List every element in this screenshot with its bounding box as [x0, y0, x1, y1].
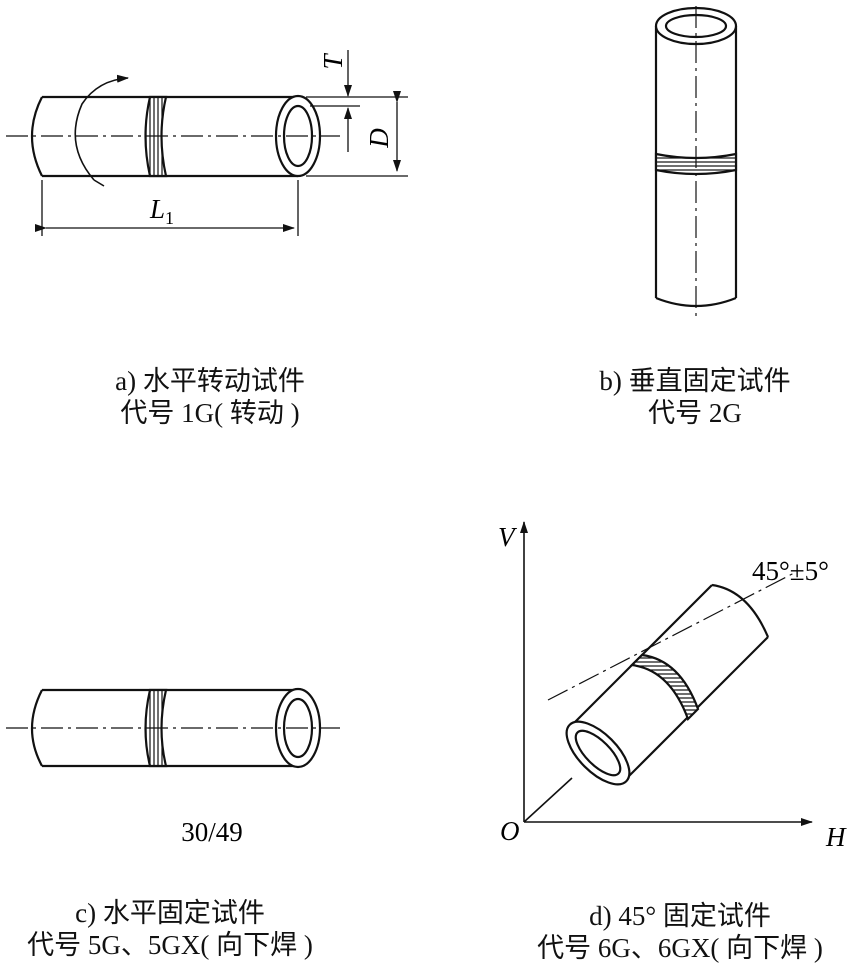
- caption-d: d) 45° 固定试件 代号 6G、6GX( 向下焊 ): [505, 900, 855, 964]
- page-number: 30/49: [181, 817, 243, 847]
- caption-c-line1: c) 水平固定试件: [75, 898, 265, 928]
- caption-d-line1: d) 45° 固定试件: [589, 901, 771, 931]
- caption-a: a) 水平转动试件 代号 1G( 转动 ): [60, 365, 360, 429]
- caption-c: c) 水平固定试件 代号 5G、5GX( 向下焊 ): [0, 897, 340, 961]
- caption-b-line1: b) 垂直固定试件: [599, 366, 791, 396]
- pipe-d: [547, 571, 797, 786]
- length-label: L1: [149, 194, 174, 228]
- diameter-label: D: [364, 128, 394, 149]
- axis-v-label: V: [498, 522, 518, 552]
- pipe-a: [6, 74, 340, 187]
- pipe-b: [654, 6, 738, 320]
- axis-h-label: H: [825, 822, 847, 852]
- caption-b-line2: 代号 2G: [648, 398, 742, 428]
- pipe-c: [6, 687, 340, 769]
- dimensions-a: [35, 50, 408, 236]
- caption-a-line2: 代号 1G( 转动 ): [120, 398, 300, 428]
- axes-d: [520, 521, 813, 826]
- thickness-label: T: [318, 53, 348, 70]
- caption-c-line2: 代号 5G、5GX( 向下焊 ): [27, 930, 313, 960]
- caption-a-line1: a) 水平转动试件: [115, 366, 305, 396]
- length-subscript: 1: [165, 208, 174, 228]
- axis-origin-label: O: [500, 816, 520, 846]
- caption-d-line2: 代号 6G、6GX( 向下焊 ): [537, 933, 823, 963]
- caption-b: b) 垂直固定试件 代号 2G: [545, 365, 845, 429]
- angle-label: 45°±5°: [752, 556, 829, 586]
